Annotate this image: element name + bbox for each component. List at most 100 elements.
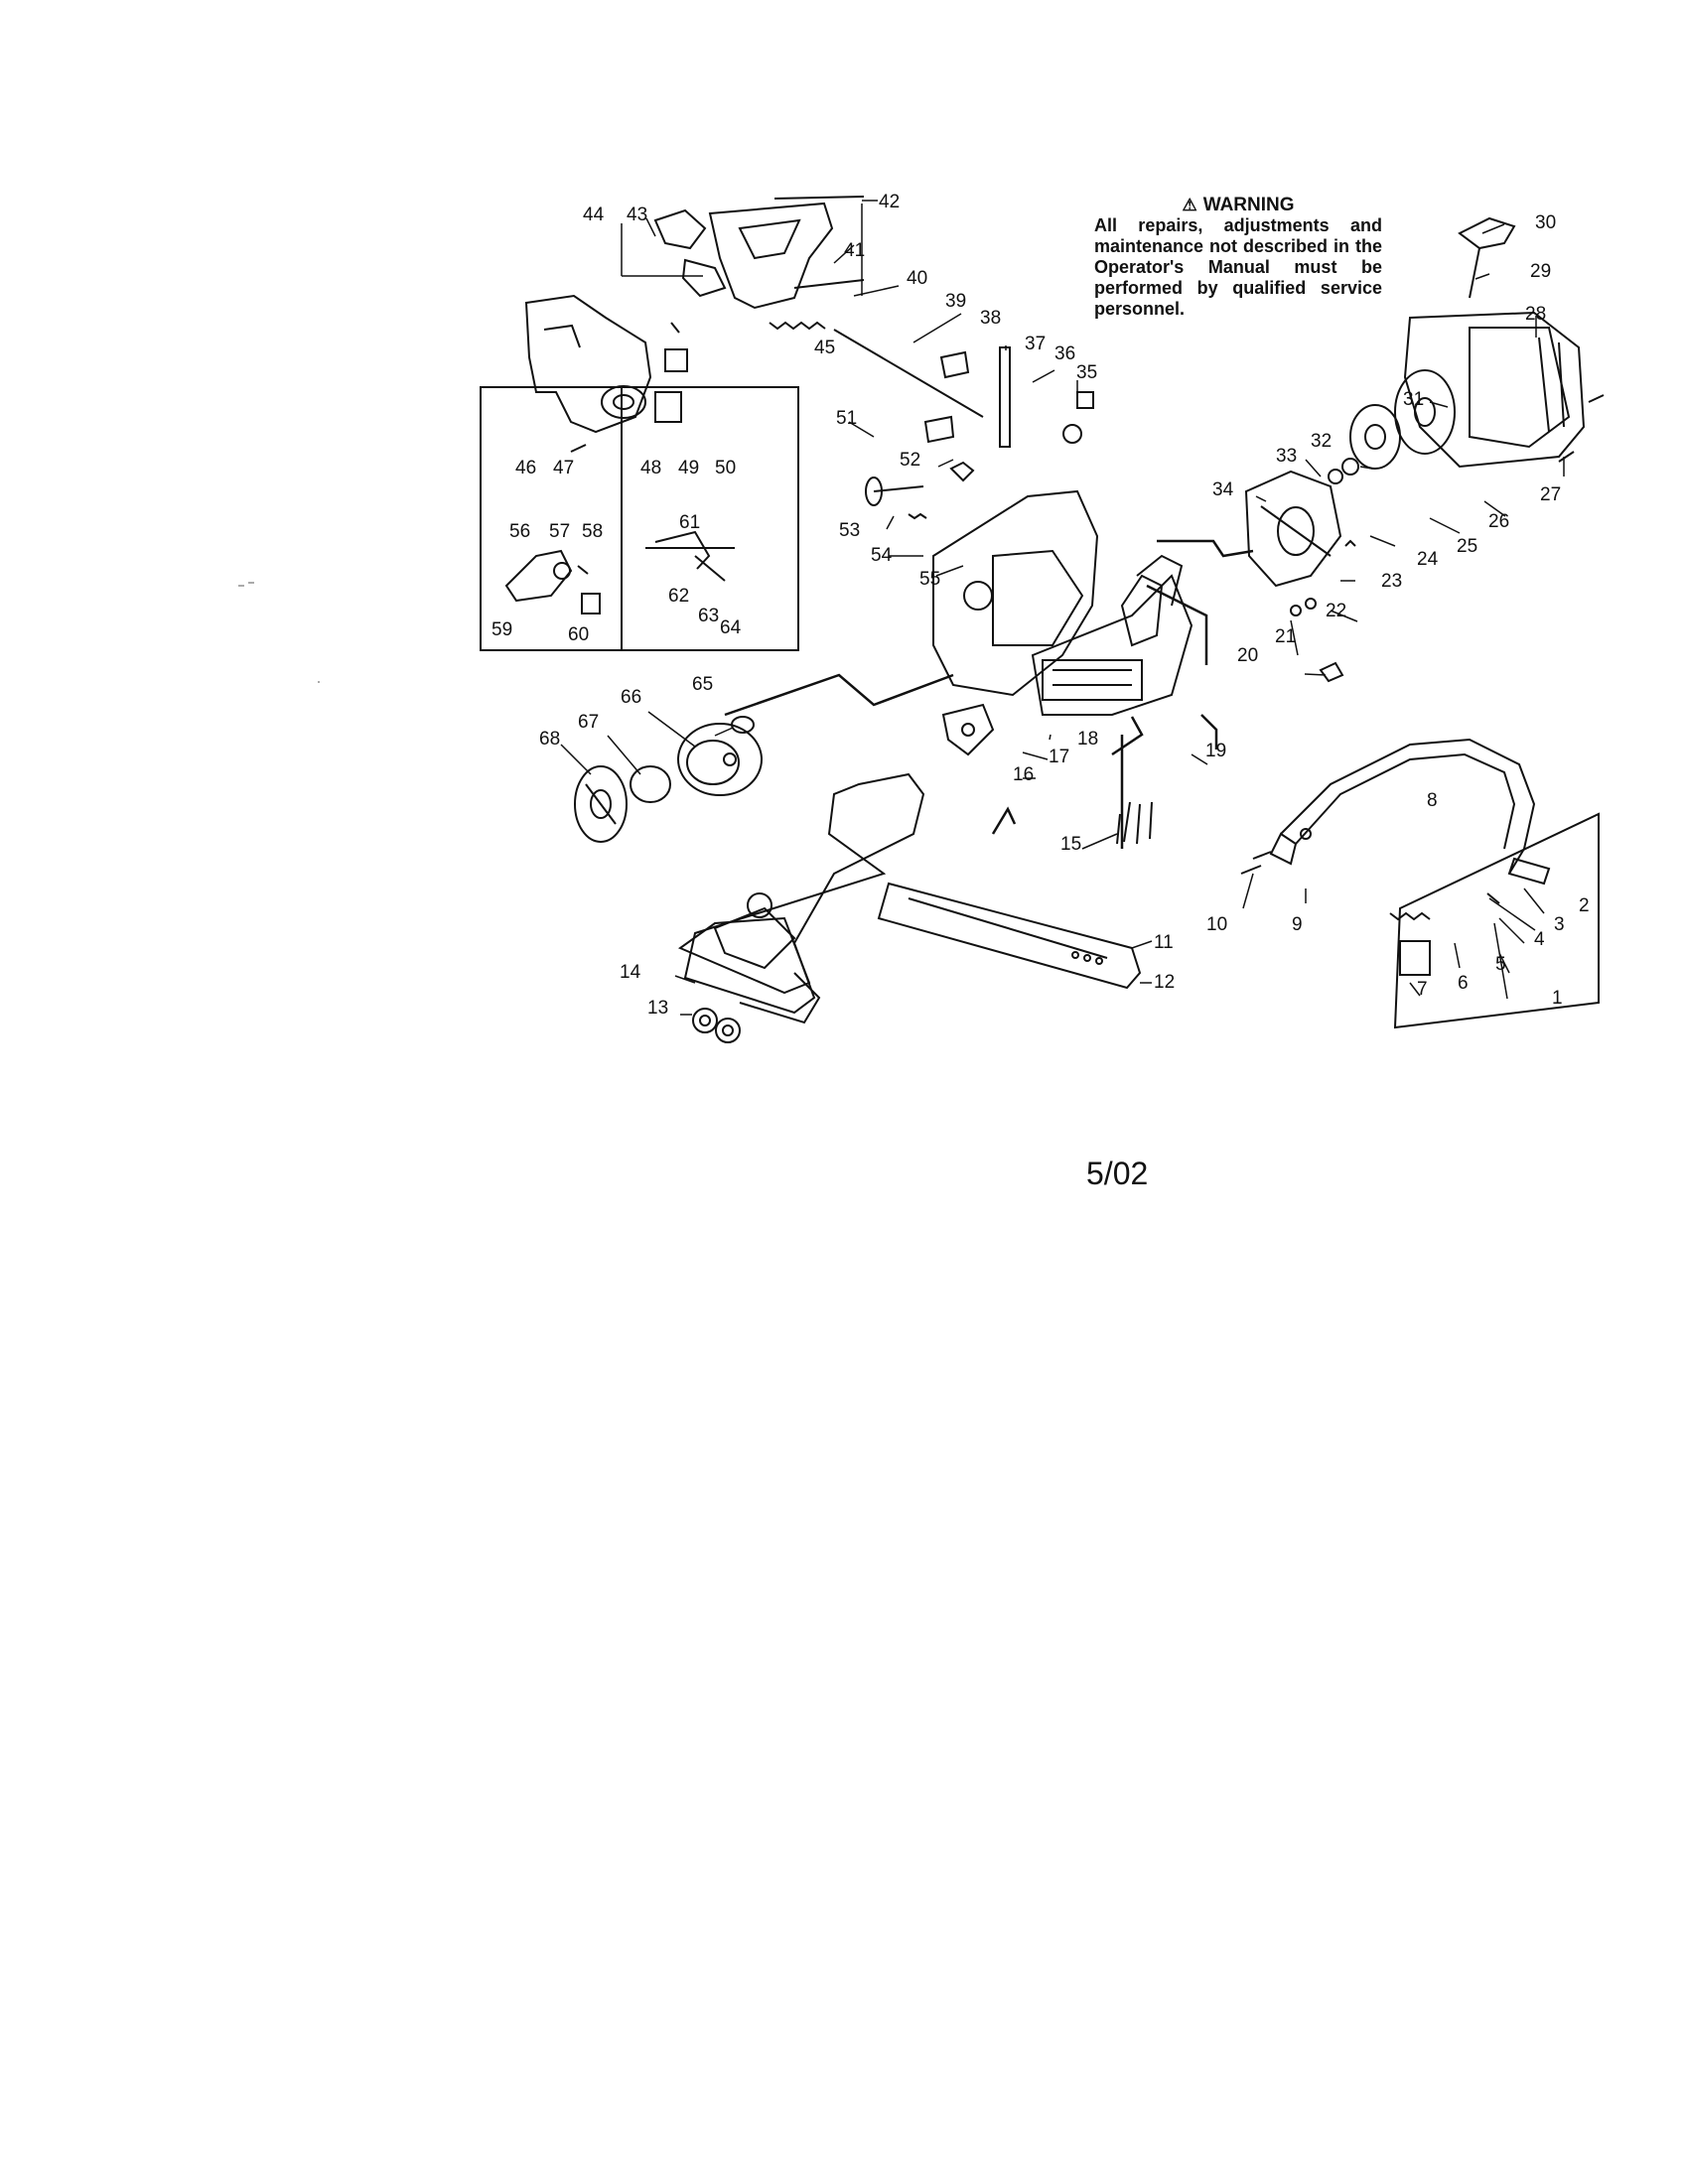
part-number-label: 14 xyxy=(620,962,641,983)
part-number-label: 53 xyxy=(839,520,860,541)
part-number-label: 45 xyxy=(814,338,835,358)
sprocket-cover xyxy=(677,772,925,1024)
part-number-label: 68 xyxy=(539,729,560,750)
revision-code: 5/02 xyxy=(1086,1156,1149,1191)
part-number-label: 16 xyxy=(1013,764,1034,785)
scan-specks xyxy=(238,582,320,683)
part-number-label: 32 xyxy=(1311,431,1332,452)
part-number-label: 58 xyxy=(582,521,603,542)
part-number-label: 22 xyxy=(1326,601,1346,621)
part-number-label: 62 xyxy=(668,586,689,607)
part-number-label: 63 xyxy=(698,606,719,626)
part-number-label: 25 xyxy=(1457,536,1477,557)
part-number-label: 50 xyxy=(715,458,736,478)
part-number-label: 41 xyxy=(844,240,865,261)
part-number-label: 29 xyxy=(1530,261,1551,282)
leader-lines xyxy=(560,200,1565,1016)
throttle-trigger xyxy=(653,208,727,298)
part-number-label: 19 xyxy=(1205,741,1226,761)
part-number-label: 6 xyxy=(1458,973,1469,994)
small-screws xyxy=(1290,394,1605,683)
part-number-label: 39 xyxy=(945,291,966,312)
part-number-label: 35 xyxy=(1076,362,1097,383)
inset-parts-right xyxy=(645,530,735,582)
part-number-label: 11 xyxy=(1154,932,1174,953)
guide-bar xyxy=(877,882,1142,990)
brake-assembly xyxy=(1389,857,1551,976)
part-number-label: 28 xyxy=(1525,304,1546,325)
part-number-label: 67 xyxy=(578,712,599,733)
rear-handle xyxy=(708,196,865,310)
part-number-label: 46 xyxy=(515,458,536,478)
part-number-label: 34 xyxy=(1212,479,1234,500)
inset-box xyxy=(480,386,799,651)
part-number-label: 66 xyxy=(621,687,641,708)
part-number-label: 31 xyxy=(1403,389,1424,410)
part-number-label: 7 xyxy=(1417,979,1428,1000)
part-number-label: 15 xyxy=(1060,834,1081,855)
part-number-label: 61 xyxy=(679,512,700,533)
brake-group-box xyxy=(1393,812,1600,1029)
part-number-label: 27 xyxy=(1540,484,1561,505)
part-number-label: 9 xyxy=(1292,914,1303,935)
part-number-label: 56 xyxy=(509,521,530,542)
starter-handle xyxy=(1458,216,1516,299)
front-hand-guard xyxy=(1269,738,1536,875)
part-number-label: 57 xyxy=(549,521,570,542)
warning-notice: ⚠ WARNING All repairs, adjustments and ma… xyxy=(1094,195,1382,320)
part-number-label: 4 xyxy=(1534,929,1545,950)
part-number-label: 47 xyxy=(553,458,574,478)
part-number-label: 18 xyxy=(1077,729,1098,750)
part-number-label: 3 xyxy=(1554,914,1565,935)
flywheel-key xyxy=(1344,539,1356,547)
part-number-label: 42 xyxy=(879,192,900,212)
part-number-label: 5 xyxy=(1495,954,1506,975)
clutch-drum xyxy=(677,723,763,796)
part-number-labels: 1 2 3 4 5 6 7 8 9 10 11 12 13 14 15 16 1… xyxy=(491,192,1590,1019)
part-number-label: 55 xyxy=(919,569,940,590)
part-number-label: 60 xyxy=(568,624,589,645)
part-number-label: 20 xyxy=(1237,645,1258,666)
part-number-label: 37 xyxy=(1025,334,1046,354)
part-number-label: 65 xyxy=(692,674,713,695)
part-number-label: 2 xyxy=(1579,895,1590,916)
throttle-rod xyxy=(833,329,984,418)
part-number-label: 33 xyxy=(1276,446,1297,467)
part-number-label: 48 xyxy=(640,458,661,478)
handle-housing xyxy=(524,294,652,434)
warning-text: All repairs, adjustments and maintenance… xyxy=(1094,215,1382,319)
part-number-label: 8 xyxy=(1427,790,1438,811)
part-number-label: 52 xyxy=(900,450,920,471)
part-number-label: 17 xyxy=(1049,747,1069,767)
part-number-label: 40 xyxy=(907,268,927,289)
bolts-10 xyxy=(1240,851,1272,875)
part-number-label: 59 xyxy=(491,619,512,640)
warning-triangle-icon: ⚠ xyxy=(1182,196,1197,214)
clutch-washer xyxy=(630,765,671,803)
small-blocks xyxy=(865,350,975,520)
part-number-label: 43 xyxy=(627,205,647,225)
part-number-label: 26 xyxy=(1488,511,1509,532)
part-number-label: 10 xyxy=(1206,914,1227,935)
flywheel xyxy=(1244,470,1342,588)
inset-parts-left xyxy=(504,549,601,614)
part-number-label: 36 xyxy=(1054,343,1075,364)
part-number-label: 49 xyxy=(678,458,699,478)
part-number-label: 23 xyxy=(1381,571,1402,592)
throttle-spring xyxy=(769,321,826,331)
bolts-15 xyxy=(1116,801,1153,845)
part-number-label: 51 xyxy=(836,408,857,429)
warning-title: ⚠ WARNING xyxy=(1094,195,1382,215)
warning-title-text: WARNING xyxy=(1202,195,1295,215)
pulley-discs xyxy=(1328,369,1456,484)
part-number-label: 1 xyxy=(1552,988,1563,1009)
part-number-label: 64 xyxy=(720,617,742,638)
spring-mounts xyxy=(570,322,688,453)
part-number-label: 38 xyxy=(980,308,1001,329)
part-number-label: 44 xyxy=(583,205,605,225)
bar-nuts xyxy=(692,1008,741,1043)
chain-tensioner xyxy=(941,703,995,756)
assembly-lines xyxy=(724,539,1254,849)
part-number-label: 54 xyxy=(871,545,893,566)
